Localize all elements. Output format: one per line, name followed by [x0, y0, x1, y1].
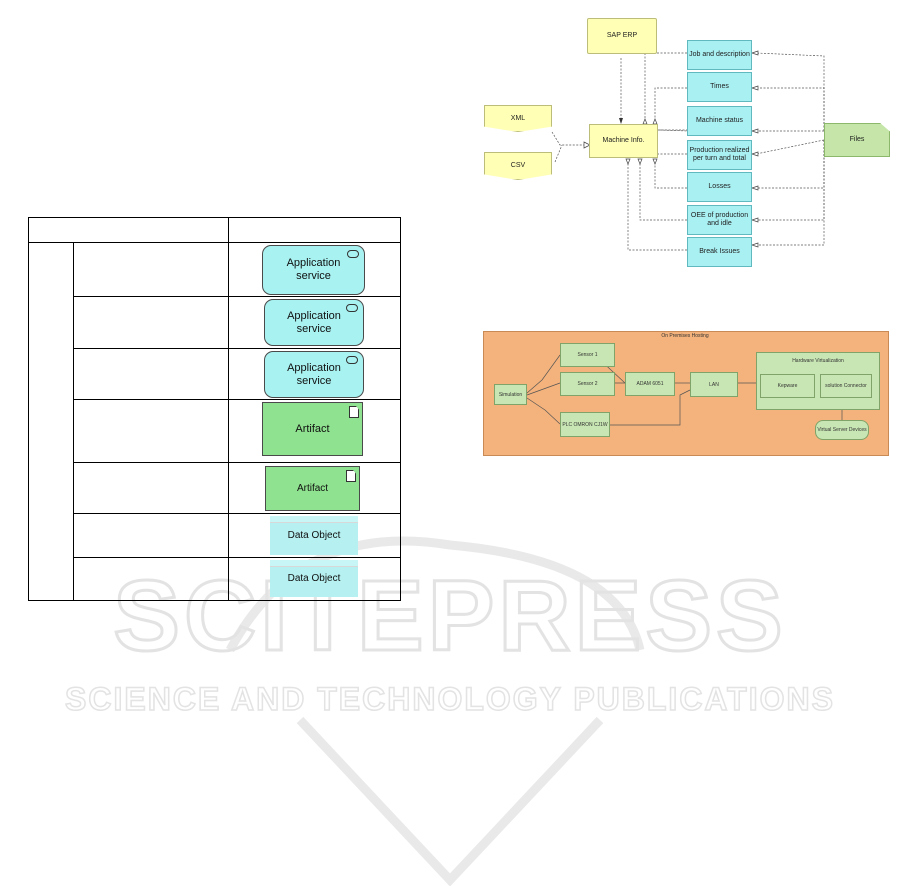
- service-icon: [346, 304, 358, 312]
- sensor2-node: Sensor 2: [560, 372, 615, 396]
- watermark-title: SCITEPRESS: [113, 560, 787, 672]
- application-service-shape: Application service: [264, 299, 364, 346]
- artifact-shape: Artifact: [265, 466, 360, 511]
- connector-node: solution Connector: [820, 374, 872, 398]
- sensor1-node: Sensor 1: [560, 343, 615, 367]
- document-icon: [349, 406, 359, 418]
- plc-node: PLC OMRON CJ1W: [560, 412, 610, 437]
- lan-node: LAN: [690, 372, 738, 397]
- item-node: Break Issues: [687, 237, 752, 267]
- data-object-shape: Data Object: [270, 516, 358, 555]
- item-node: Job and description: [687, 40, 752, 70]
- item-node: Production realized per turn and total: [687, 140, 752, 170]
- application-service-shape: Application service: [262, 245, 365, 295]
- item-node: Times: [687, 72, 752, 102]
- virtual-server-devices-node: Virtual Server Devices: [815, 420, 869, 440]
- item-node: Losses: [687, 172, 752, 202]
- artifact-shape: Artifact: [262, 402, 363, 456]
- files-node: Files: [824, 123, 890, 157]
- sap-erp-node: SAP ERP: [587, 18, 657, 54]
- adam-node: ADAM 6051: [625, 372, 675, 396]
- service-icon: [346, 356, 358, 364]
- application-service-shape: Application service: [264, 351, 364, 398]
- data-object-shape: Data Object: [270, 560, 358, 597]
- xml-node: XML: [484, 105, 552, 132]
- csv-node: CSV: [484, 152, 552, 180]
- document-icon: [346, 470, 356, 482]
- simulation-node: Simulation: [494, 384, 527, 405]
- service-icon: [347, 250, 359, 258]
- kepware-node: Kepware: [760, 374, 815, 398]
- item-node: Machine status: [687, 106, 752, 136]
- watermark-subtitle: SCIENCE AND TECHNOLOGY PUBLICATIONS: [65, 681, 835, 717]
- machine-info-node: Machine Info.: [589, 124, 658, 158]
- item-node: OEE of production and idle: [687, 205, 752, 235]
- hosting-title: On Premises Hosting: [661, 333, 709, 339]
